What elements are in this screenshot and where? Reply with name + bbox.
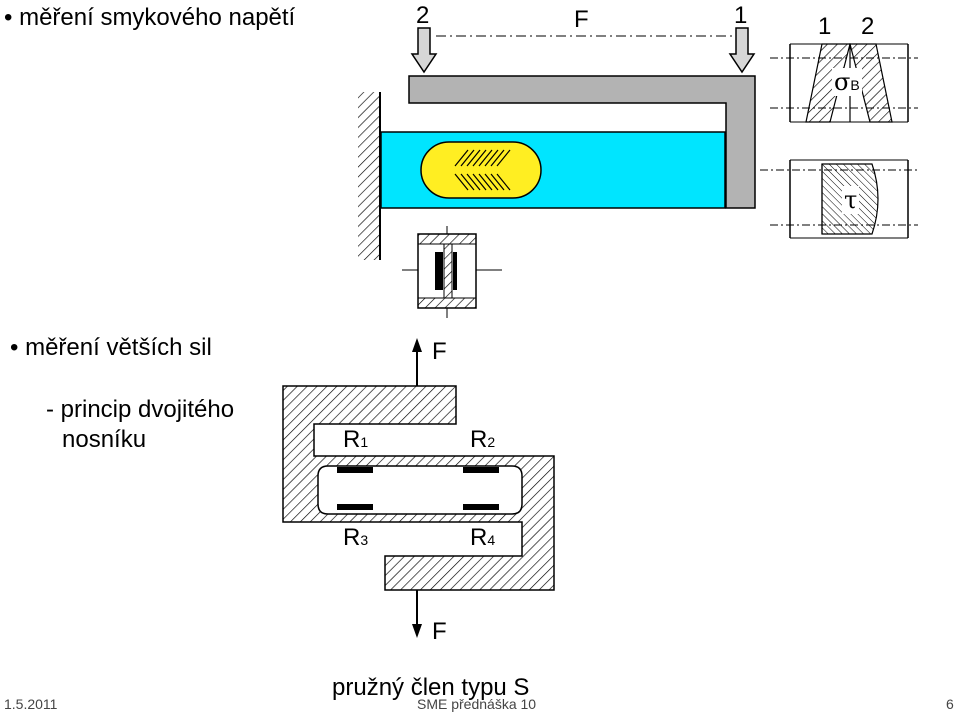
- s-body: [282, 385, 555, 591]
- subtext-line1: - princip dvojitého: [46, 396, 235, 423]
- s-member-caption: pružný člen typu S: [332, 674, 530, 701]
- s-force-bottom-label: F: [432, 618, 447, 645]
- arrow-left: [410, 27, 438, 74]
- cross-section-top-flange: [417, 233, 477, 245]
- bullet-bigger-text: měření větších sil: [25, 334, 212, 361]
- sigma-label: σB: [832, 68, 862, 96]
- label-r4: R4: [470, 526, 495, 552]
- loading-bar: [408, 75, 756, 209]
- stress-diagrams: [760, 43, 918, 239]
- sigma-profile-left: [805, 43, 851, 123]
- arrow-top-head: [412, 338, 422, 352]
- r2-subscript: 2: [487, 434, 496, 450]
- beam-label-force: F: [574, 6, 589, 33]
- bullet-bigger-forces: • měření větších sil: [10, 336, 212, 360]
- s-member: [282, 338, 555, 638]
- sigma-subscript: B: [850, 77, 860, 93]
- r1-subscript: 1: [360, 434, 369, 450]
- sigma-profile-right: [849, 43, 893, 123]
- footer-center: SME přednáška 10: [417, 696, 537, 712]
- s-force-top-label: F: [432, 338, 447, 365]
- bullet-shear-text: měření smykového napětí: [19, 4, 296, 31]
- wall-hatch: [358, 92, 380, 260]
- cross-section-gauge-right: [453, 252, 457, 290]
- arrow-bottom-head: [412, 624, 422, 638]
- beam-diagram: [358, 27, 756, 318]
- gauge-hatch-bottom: [454, 173, 511, 191]
- gauge-r3: [337, 504, 373, 510]
- arrow-right: [728, 27, 756, 74]
- label-r2: R2: [470, 428, 495, 454]
- bullet-dot: •: [4, 4, 13, 31]
- cross-section-web: [443, 243, 453, 299]
- footer-date: 1.5.2011: [4, 696, 58, 712]
- stress-label-1: 1: [818, 13, 832, 40]
- sigma-symbol: σ: [834, 68, 851, 96]
- stress-label-2: 2: [861, 13, 875, 40]
- beam-label-1: 1: [734, 2, 748, 29]
- r4-letter: R: [470, 524, 488, 551]
- label-r3: R3: [343, 526, 368, 552]
- beam-label-2: 2: [416, 2, 430, 29]
- label-r1: R1: [343, 428, 368, 454]
- r3-letter: R: [343, 524, 361, 551]
- gauge-hatch-top: [454, 149, 511, 167]
- r3-subscript: 3: [360, 532, 369, 548]
- r1-letter: R: [343, 426, 361, 453]
- gauge-r2: [463, 467, 499, 473]
- r2-letter: R: [470, 426, 488, 453]
- bullet-dot: •: [10, 334, 19, 361]
- gauge-r4: [463, 504, 499, 510]
- footer-page-number: 6: [946, 696, 954, 712]
- tau-label: τ: [842, 186, 860, 214]
- cross-section-gauge-left: [435, 252, 443, 290]
- strain-gauge: [420, 141, 542, 199]
- cross-section-bottom-flange: [417, 297, 477, 309]
- r4-subscript: 4: [487, 532, 496, 548]
- subtext-line2: nosníku: [62, 426, 147, 453]
- gauge-r1: [337, 467, 373, 473]
- bullet-shear-stress: • měření smykového napětí: [4, 6, 295, 30]
